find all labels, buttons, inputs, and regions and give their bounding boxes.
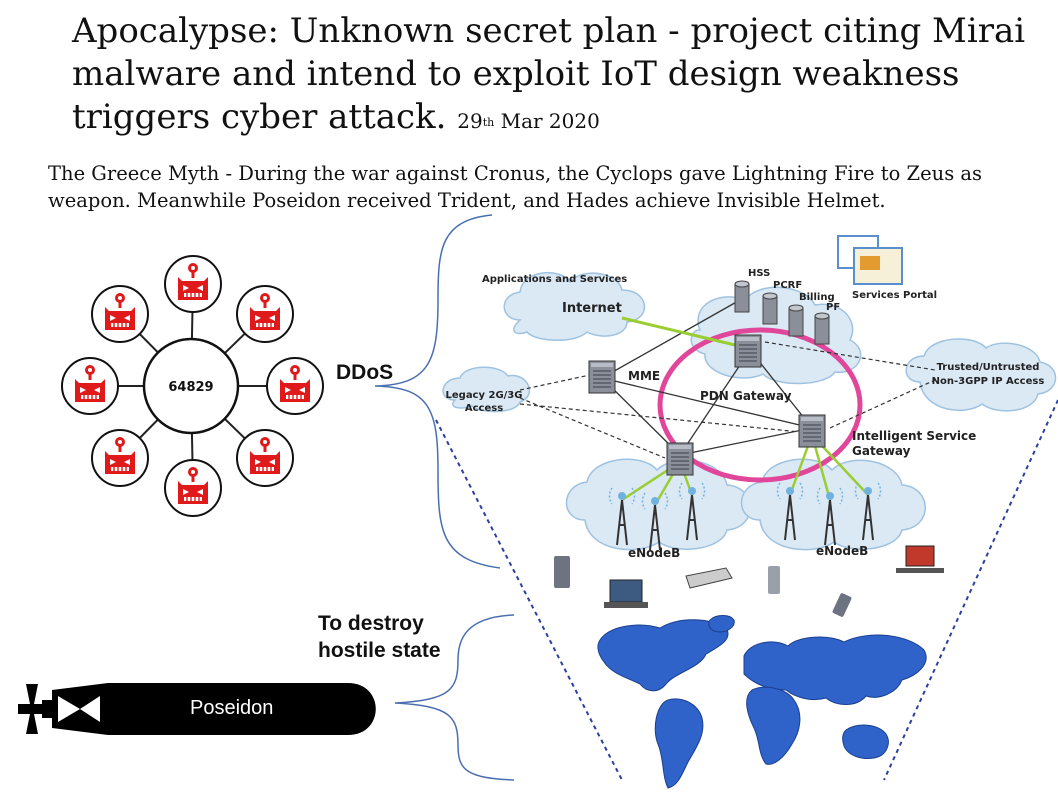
billing-db: [788, 304, 804, 337]
bot-node: [236, 429, 294, 487]
destroy-label-line: hostile state: [318, 639, 441, 662]
australia: [842, 724, 889, 759]
slide-title: Apocalypse: Unknown secret plan - projec…: [72, 11, 1026, 137]
svg-text:eNodeB: eNodeB: [816, 544, 868, 558]
pf-db: [814, 312, 830, 345]
ddos-label: DDoS: [336, 361, 394, 384]
ddos-brace: [374, 214, 501, 569]
svg-text:PF: PF: [826, 302, 840, 313]
phone-icon: [768, 566, 780, 594]
africa: [746, 686, 801, 765]
svg-text:eNodeB: eNodeB: [628, 546, 680, 560]
bot-node: [61, 357, 119, 415]
bot-node: [164, 459, 222, 517]
internet-cloud: [503, 272, 646, 341]
bot-node: [91, 429, 149, 487]
funnel-line-left: [435, 419, 623, 781]
south-america: [654, 698, 704, 789]
svg-text:HSS: HSS: [748, 268, 770, 279]
pdn-server: [734, 334, 762, 368]
train-icon: [685, 567, 733, 589]
world-map: [597, 615, 927, 789]
svg-text:Non-3GPP IP Access: Non-3GPP IP Access: [932, 376, 1045, 387]
eurasia: [743, 634, 927, 705]
poseidon-label: Poseidon: [190, 697, 274, 719]
svg-text:Access: Access: [465, 403, 503, 414]
svg-text:Trusted/Untrusted: Trusted/Untrusted: [937, 362, 1040, 373]
phone-icon: [554, 556, 570, 588]
trusted-cloud: [905, 338, 1057, 412]
svg-text:PCRF: PCRF: [773, 280, 802, 291]
svg-text:Legacy 2G/3G: Legacy 2G/3G: [446, 390, 523, 401]
svg-text:PDN Gateway: PDN Gateway: [700, 389, 792, 403]
laptop-icon: [609, 579, 643, 603]
hss-db: [734, 280, 750, 313]
bot-node: [236, 285, 294, 343]
svg-text:Gateway: Gateway: [852, 444, 911, 458]
north-america: [597, 619, 729, 692]
svg-text:Billing: Billing: [799, 292, 835, 303]
botnet-hub-label: 64829: [168, 380, 213, 395]
isg-server-right: [798, 414, 826, 448]
destroy-label: To destroy hostile state: [318, 610, 441, 664]
pdn-ring: [657, 327, 863, 483]
monitor-icon: [905, 545, 935, 567]
pcrf-db: [762, 292, 778, 325]
phone-icon: [832, 593, 852, 617]
botnet-hub: [142, 337, 240, 435]
bot-node: [91, 285, 149, 343]
isg-server-left: [666, 442, 694, 476]
bot-node: [266, 357, 324, 415]
title-date: 29th Mar 2020: [457, 109, 600, 133]
svg-text:Intelligent Service: Intelligent Service: [852, 429, 976, 443]
slide-subtitle: The Greece Myth - During the war against…: [48, 162, 983, 212]
greenland: [708, 615, 735, 633]
svg-text:Services Portal: Services Portal: [852, 290, 937, 301]
svg-text:MME: MME: [628, 369, 660, 383]
poseidon-brace: [394, 614, 515, 781]
svg-text:Internet: Internet: [562, 301, 622, 316]
bot-node: [164, 255, 222, 313]
network-diagram: Applications and Services Internet HSS P…: [442, 235, 1057, 617]
funnel-line-right: [883, 399, 1058, 781]
destroy-label-line: To destroy: [318, 612, 424, 635]
torpedo-graphic: [18, 683, 376, 735]
svg-text:Applications and Services: Applications and Services: [482, 274, 627, 285]
botnet-diagram: 64829: [61, 255, 324, 517]
mme-server: [588, 360, 616, 394]
legacy-cloud: [442, 366, 531, 413]
